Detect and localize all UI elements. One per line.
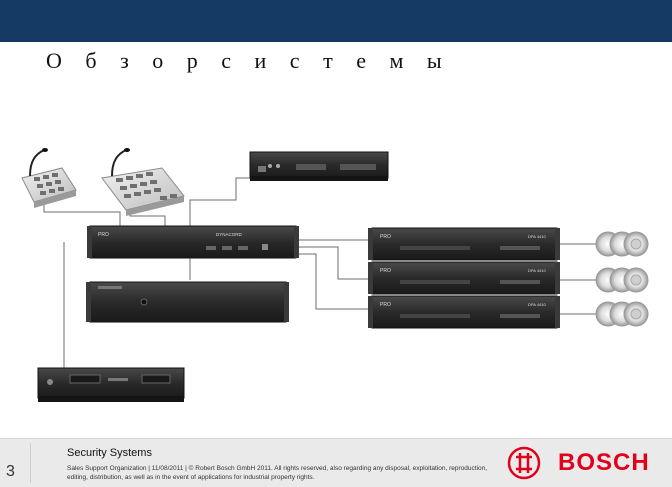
router-unit — [249, 151, 389, 181]
battery-charger — [86, 281, 289, 323]
manager-brand: PRO — [98, 232, 109, 238]
bosch-logo: BOSCH — [506, 445, 666, 481]
amp1-code: DPA 4410 — [528, 234, 546, 239]
bosch-armature-icon — [507, 446, 541, 480]
speaker-group-1 — [595, 231, 649, 257]
line-mic1-to-manager — [43, 200, 121, 226]
header-bar — [0, 0, 672, 42]
amp1-brand: PRO — [380, 234, 391, 240]
call-station-2 — [101, 148, 185, 216]
footer-legal-text: Sales Support Organization | 11/08/2011 … — [67, 465, 488, 481]
slide-number: 3 — [6, 463, 15, 480]
line-manager-to-amp2 — [296, 246, 372, 280]
cd-tuner-unit — [37, 367, 185, 402]
footer-title: Security Systems — [67, 447, 152, 459]
manager-unit: PRO DYNACORD — [87, 225, 299, 259]
call-station-1 — [21, 148, 77, 208]
speaker-group-2 — [595, 267, 649, 293]
amplifier-2: PRO DPA 4410 — [368, 261, 560, 295]
amplifier-3: PRO DPA 4410 — [368, 295, 560, 329]
connection-lines — [43, 177, 598, 368]
line-manager-to-amp3 — [296, 253, 372, 310]
amp2-code: DPA 4410 — [528, 268, 546, 273]
system-diagram: PRO DYNACORD PRO DPA 4410 PRO DPA 4410 P… — [21, 148, 649, 402]
slide-title: О б з о р с и с т е м ы — [46, 48, 451, 73]
speaker-group-3 — [595, 301, 649, 327]
amplifier-1: PRO DPA 4410 — [368, 227, 560, 261]
amp3-brand: PRO — [380, 302, 391, 308]
footer-divider — [30, 443, 31, 483]
line-router-to-manager — [189, 177, 250, 226]
bosch-wordmark: BOSCH — [558, 449, 650, 476]
footer: 3 Security Systems Sales Support Organiz… — [0, 438, 672, 487]
amp3-code: DPA 4410 — [528, 302, 546, 307]
amp2-brand: PRO — [380, 268, 391, 274]
manager-model: DYNACORD — [216, 232, 243, 237]
